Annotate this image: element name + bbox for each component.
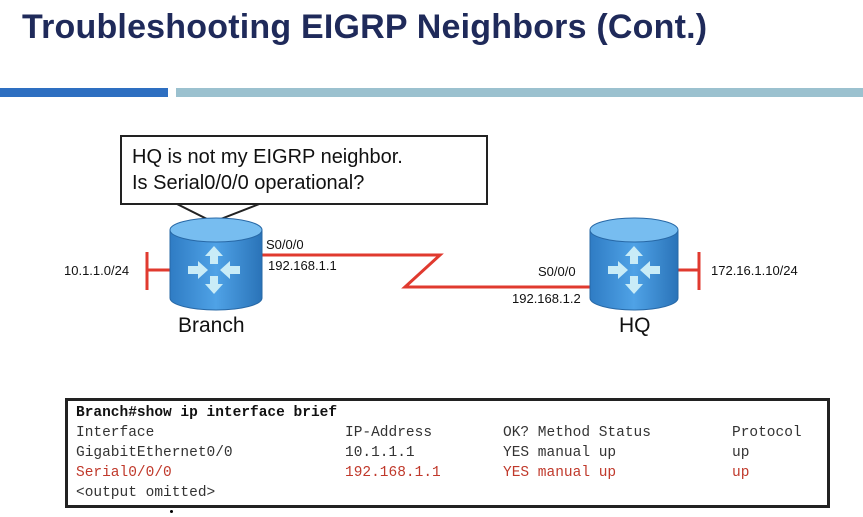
cli-header-ip: IP-Address <box>345 425 433 441</box>
cli-header-protocol: Protocol <box>732 425 802 441</box>
branch-serial-interface-label: S0/0/0 <box>266 237 304 252</box>
callout-line-2: Is Serial0/0/0 operational? <box>132 172 365 194</box>
branch-router-name: Branch <box>178 314 245 337</box>
cli-cell-status: YES manual up <box>503 465 617 481</box>
cli-footer: <output omitted> <box>76 485 216 501</box>
cli-cell-interface: Serial0/0/0 <box>76 465 172 481</box>
cli-header-interface: Interface <box>76 425 155 441</box>
cli-cell-interface: GigabitEthernet0/0 <box>76 445 233 461</box>
callout-bubble: HQ is not my EIGRP neighbor. Is Serial0/… <box>120 135 488 205</box>
cli-output-box: Branch#show ip interface brief Interface… <box>65 398 830 508</box>
cli-header-status: OK? Method Status <box>503 425 651 441</box>
hq-lan-label: 172.16.1.10/24 <box>711 263 798 278</box>
title-underline-teal <box>176 88 863 97</box>
serial-link <box>262 253 590 289</box>
branch-serial-ip-label: 192.168.1.1 <box>268 258 337 273</box>
cli-command: Branch#show ip interface brief <box>76 405 338 421</box>
cli-cell-protocol: up <box>732 445 750 461</box>
hq-serial-interface-label: S0/0/0 <box>538 264 576 279</box>
callout-line-1: HQ is not my EIGRP neighbor. <box>132 146 403 168</box>
cursor-dot <box>170 510 173 513</box>
hq-router-name: HQ <box>619 314 651 337</box>
cli-cell-ip: 10.1.1.1 <box>345 445 415 461</box>
branch-router-icon <box>169 217 263 311</box>
hq-router-icon <box>589 217 679 311</box>
title-underline-blue <box>0 88 168 97</box>
cli-cell-status: YES manual up <box>503 445 617 461</box>
cli-cell-protocol: up <box>732 465 750 481</box>
cli-cell-ip: 192.168.1.1 <box>345 465 441 481</box>
branch-lan-label: 10.1.1.0/24 <box>64 263 130 278</box>
hq-serial-ip-label: 192.168.1.2 <box>512 291 581 306</box>
slide-title: Troubleshooting EIGRP Neighbors (Cont.) <box>22 8 708 46</box>
